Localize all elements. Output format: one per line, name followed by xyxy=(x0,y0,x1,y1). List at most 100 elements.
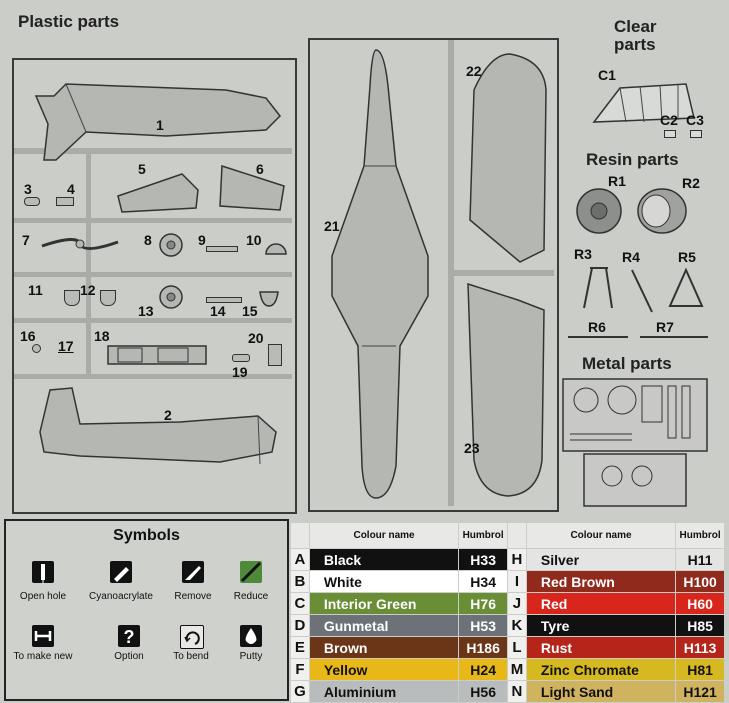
sprue-runner xyxy=(14,272,292,277)
wing-part-22 xyxy=(469,53,547,263)
part-c3-shape xyxy=(690,130,702,138)
humbrol-code: H34 xyxy=(458,570,509,593)
colour-table-header: Colour name Humbrol Colour name Humbrol xyxy=(290,522,725,549)
part-number: R7 xyxy=(656,319,674,335)
humbrol-code: H11 xyxy=(675,548,725,571)
sprue-runner xyxy=(14,148,292,154)
colour-letter: G xyxy=(290,680,310,703)
part-number: R3 xyxy=(574,246,592,262)
humbrol-code: H56 xyxy=(458,680,509,703)
engine-part-r1 xyxy=(576,188,622,234)
part-number: R4 xyxy=(622,249,640,265)
drop-icon xyxy=(240,625,262,647)
part-number: 8 xyxy=(144,232,152,248)
part-number: 16 xyxy=(20,328,36,344)
part-r7-shape xyxy=(640,336,708,338)
part-number: 9 xyxy=(198,232,206,248)
part-number: 5 xyxy=(138,161,146,177)
colour-letter: D xyxy=(290,614,310,637)
colour-letter: A xyxy=(290,548,310,571)
part-number: 1 xyxy=(156,117,164,133)
part-number: C2 xyxy=(660,112,678,128)
humbrol-code: H186 xyxy=(458,636,509,659)
part-number: C3 xyxy=(686,112,704,128)
colour-name: Silver xyxy=(525,548,677,571)
knife-icon xyxy=(182,561,204,583)
part-number: R1 xyxy=(608,173,626,189)
fuselage-half-1 xyxy=(34,83,281,161)
part-number: R5 xyxy=(678,249,696,265)
sprue-runner xyxy=(86,154,91,374)
cockpit-floor-part-18 xyxy=(107,345,207,365)
symbol-label: Cyanoacrylate xyxy=(89,591,153,602)
colour-letter: M xyxy=(507,658,527,681)
colour-letter: F xyxy=(290,658,310,681)
colour-name: Yellow xyxy=(308,658,460,681)
symbols-heading: Symbols xyxy=(113,527,180,544)
colour-table: Colour name Humbrol Colour name Humbrol … xyxy=(290,522,725,703)
symbols-legend: Symbols Open hole Cyanoacrylate Remove R… xyxy=(4,519,289,701)
sprue-runner xyxy=(14,318,292,323)
file-icon xyxy=(240,561,262,583)
sprue-runner xyxy=(448,40,454,506)
symbol-label: To bend xyxy=(173,651,209,662)
part-number: 23 xyxy=(464,440,480,456)
humbrol-code: H76 xyxy=(458,592,509,615)
part-12-shape xyxy=(100,290,116,306)
colour-name: Red Brown xyxy=(525,570,677,593)
header-colour-name: Colour name xyxy=(308,522,460,549)
wheel-part-8 xyxy=(159,233,183,257)
colour-letter: E xyxy=(290,636,310,659)
part-number: R6 xyxy=(588,319,606,335)
part-number: 19 xyxy=(232,364,248,380)
part-number: 13 xyxy=(138,303,154,319)
colour-name: Light Sand xyxy=(525,680,677,703)
cowling-part-r2 xyxy=(637,188,687,234)
part-number: 3 xyxy=(24,181,32,197)
fuselage-half-2 xyxy=(39,387,277,465)
colour-letter: C xyxy=(290,592,310,615)
drill-icon xyxy=(32,561,54,583)
colour-name: White xyxy=(308,570,460,593)
colour-name: Black xyxy=(308,548,460,571)
metal-parts-heading: Metal parts xyxy=(582,354,672,373)
part-number: 10 xyxy=(246,232,262,248)
humbrol-code: H33 xyxy=(458,548,509,571)
sprue-runner xyxy=(454,270,554,276)
part-16-shape xyxy=(32,344,41,353)
part-number: 2 xyxy=(164,407,172,423)
header-colour-name: Colour name xyxy=(525,522,677,549)
colour-name: Gunmetal xyxy=(308,614,460,637)
bend-icon xyxy=(180,625,204,649)
plastic-parts-heading: Plastic parts xyxy=(18,12,120,31)
sprue-runner xyxy=(14,218,292,223)
resin-parts-heading: Resin parts xyxy=(586,150,679,169)
part-r6-shape xyxy=(568,336,628,338)
clear-parts-heading: Clear parts xyxy=(614,17,657,54)
symbol-label: Putty xyxy=(239,651,263,662)
wing-part-23 xyxy=(467,282,545,497)
wheel-part-13 xyxy=(159,285,183,309)
part-number: 20 xyxy=(248,330,264,346)
wing-part-21 xyxy=(331,49,429,499)
colour-name: Red xyxy=(525,592,677,615)
part-number: 11 xyxy=(28,282,43,298)
svg-text:?: ? xyxy=(124,627,135,647)
part-19-shape xyxy=(232,354,250,362)
humbrol-code: H24 xyxy=(458,658,509,681)
question-icon: ? xyxy=(118,625,140,647)
part-11-shape xyxy=(64,290,80,306)
sprue-frame-wing xyxy=(308,38,559,512)
humbrol-code: H113 xyxy=(675,636,725,659)
sprue-frame-left xyxy=(12,58,297,514)
part-number: 12 xyxy=(80,282,96,298)
part-number: 14 xyxy=(210,303,226,319)
part-number: C1 xyxy=(598,67,616,83)
part-number: 17 xyxy=(58,338,74,354)
resin-part-r4 xyxy=(631,269,653,313)
header-spacer xyxy=(507,522,527,549)
